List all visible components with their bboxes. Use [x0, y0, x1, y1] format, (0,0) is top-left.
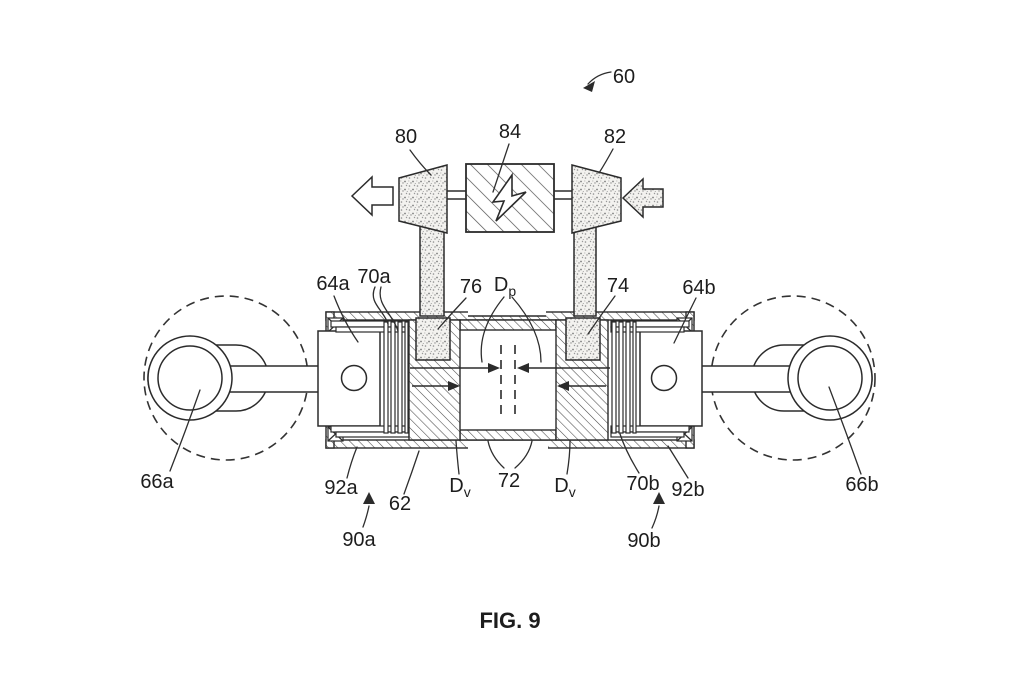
leader-82: [598, 148, 614, 174]
leader-dp-left: [480, 296, 505, 363]
leader-76: [437, 297, 467, 330]
leader-66a: [169, 389, 201, 472]
label-dp: Dp: [494, 274, 516, 299]
leader-72-left: [487, 440, 505, 469]
leader-66b: [828, 386, 862, 475]
figure-caption: FIG. 9: [479, 608, 540, 633]
duct-column-right: [573, 225, 597, 317]
piston-assembly-right: [555, 317, 703, 441]
label-70a: 70a: [357, 266, 391, 288]
port-duct-left: [415, 317, 451, 361]
leader-70a-1: [372, 286, 389, 325]
exhaust-arrow-icon: [350, 175, 394, 217]
label-90b: 90b: [627, 530, 660, 552]
label-92a: 92a: [324, 477, 358, 499]
label-62: 62: [389, 493, 411, 515]
piston-rings-right: [611, 321, 637, 434]
seal-strips-right: [610, 320, 690, 438]
label-92b: 92b: [671, 479, 704, 501]
crank-assembly-left: [143, 295, 325, 461]
leader-92b: [667, 445, 689, 479]
chamber-wall-top: [459, 319, 557, 331]
leader-84: [492, 143, 510, 193]
leader-80: [409, 149, 432, 176]
intake-arrow-icon: [621, 177, 664, 219]
label-64b: 64b: [682, 277, 715, 299]
chamber-wall-bottom: [459, 429, 557, 441]
reference-labels: 60 80 84 82 64a 70a 76 Dp 74 64b 66a 66b…: [140, 66, 878, 552]
label-84: 84: [499, 121, 521, 143]
combustion-chamber: [410, 345, 610, 420]
label-70b: 70b: [626, 473, 659, 495]
leader-74: [587, 295, 616, 335]
wrist-pin-left: [340, 364, 368, 392]
leader-90b-arrowhead: [653, 492, 665, 504]
leader-lines: [169, 71, 862, 529]
label-64a: 64a: [316, 273, 350, 295]
bearing-inner-right: [797, 345, 863, 411]
piston-assembly-left: [317, 317, 461, 441]
wrist-pin-right: [650, 364, 678, 392]
turbocharger-assembly: [350, 163, 664, 317]
label-82: 82: [604, 126, 626, 148]
leader-dv-left: [455, 440, 460, 475]
dv-motion-arrows: [412, 381, 606, 391]
leader-92a: [346, 446, 358, 479]
turbine-left: [398, 164, 448, 234]
bearing-inner-left: [157, 345, 223, 411]
dp-dimension-arrows: [410, 363, 610, 373]
label-80: 80: [395, 126, 417, 148]
label-dv-right: Dv: [554, 475, 575, 500]
label-66b: 66b: [845, 474, 878, 496]
leader-dv-right: [566, 440, 571, 475]
leader-60: [587, 71, 612, 85]
leader-62: [403, 450, 420, 495]
label-dv-left: Dv: [449, 475, 470, 500]
compressor-right: [571, 164, 622, 234]
bottom-wall-recess: [468, 440, 548, 449]
leader-90a: [362, 505, 370, 528]
leader-60-arrowhead: [583, 81, 595, 92]
lightning-bolt-icon: [491, 172, 527, 222]
label-90a: 90a: [342, 529, 376, 551]
leader-90b: [651, 505, 660, 529]
label-74: 74: [607, 275, 629, 297]
top-wall-recess: [468, 311, 546, 316]
end-cap-cross-boxes: [327, 317, 693, 442]
crank-assembly-right: [695, 295, 876, 461]
label-60: 60: [613, 66, 635, 88]
leader-64b: [673, 297, 697, 344]
leader-90a-arrowhead: [363, 492, 375, 504]
leader-70b: [619, 433, 640, 474]
label-76: 76: [460, 276, 482, 298]
leader-70a-2: [379, 286, 399, 332]
piston-rings-left: [383, 321, 409, 434]
duct-column-left: [419, 225, 445, 317]
label-66a: 66a: [140, 471, 174, 493]
leader-64a: [333, 295, 359, 343]
leader-dp-right: [511, 296, 542, 363]
leader-72-right: [514, 440, 533, 469]
label-72: 72: [498, 470, 520, 492]
